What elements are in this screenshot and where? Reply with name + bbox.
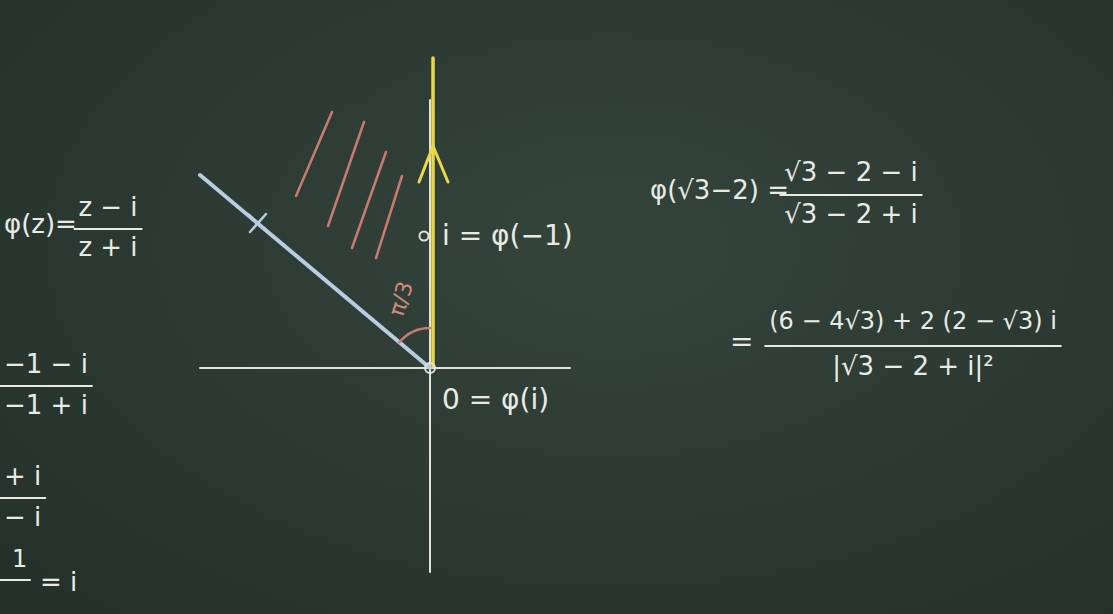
chalk-label: + i: [4, 462, 41, 492]
chalk-label: = i: [40, 568, 77, 598]
hatch-line: [352, 152, 386, 248]
source-ray: [200, 175, 430, 368]
chalk-label: −1 + i: [4, 391, 88, 421]
chalk-label: −1 − i: [4, 350, 88, 380]
chalk-label: π/3: [384, 278, 419, 319]
chalk-label: 1: [12, 546, 27, 574]
chalk-label: i = φ(−1): [442, 220, 573, 252]
hatch-line: [376, 176, 402, 258]
ray-arrowhead: [419, 146, 448, 182]
chalk-label: z + i: [78, 233, 137, 263]
cross-mark: [250, 214, 266, 232]
chalk-label: √3 − 2 − i: [784, 158, 918, 188]
angle-arc: [399, 328, 430, 342]
chalk-label: − i: [4, 503, 41, 533]
chalk-label: |√3 − 2 + i|²: [832, 352, 993, 382]
fraction-bar: [0, 497, 45, 499]
cross-mark: [248, 214, 268, 232]
fraction-bar: [780, 194, 922, 196]
real-axis: [200, 367, 570, 369]
fraction-bar: [0, 385, 92, 387]
image-ray: [431, 58, 435, 366]
chalk-label: (6 − 4√3) + 2 (2 − √3) i: [769, 308, 1057, 336]
point-i: [420, 232, 429, 241]
origin-point: [425, 363, 435, 373]
chalk-label: φ(√3−2) =: [650, 176, 789, 206]
chalk-label: φ(z)=: [4, 210, 77, 240]
fraction-bar: [74, 228, 141, 230]
hatch-line: [296, 112, 332, 196]
chalk-label: √3 − 2 + i: [784, 200, 918, 230]
chalk-label: z − i: [78, 193, 137, 223]
hatch-line: [328, 122, 364, 226]
fraction-bar: [765, 345, 1061, 347]
chalk-label: 0 = φ(i): [442, 384, 549, 416]
fraction-bar: [0, 579, 30, 581]
imaginary-axis: [429, 100, 431, 572]
chalk-label: =: [730, 326, 753, 358]
